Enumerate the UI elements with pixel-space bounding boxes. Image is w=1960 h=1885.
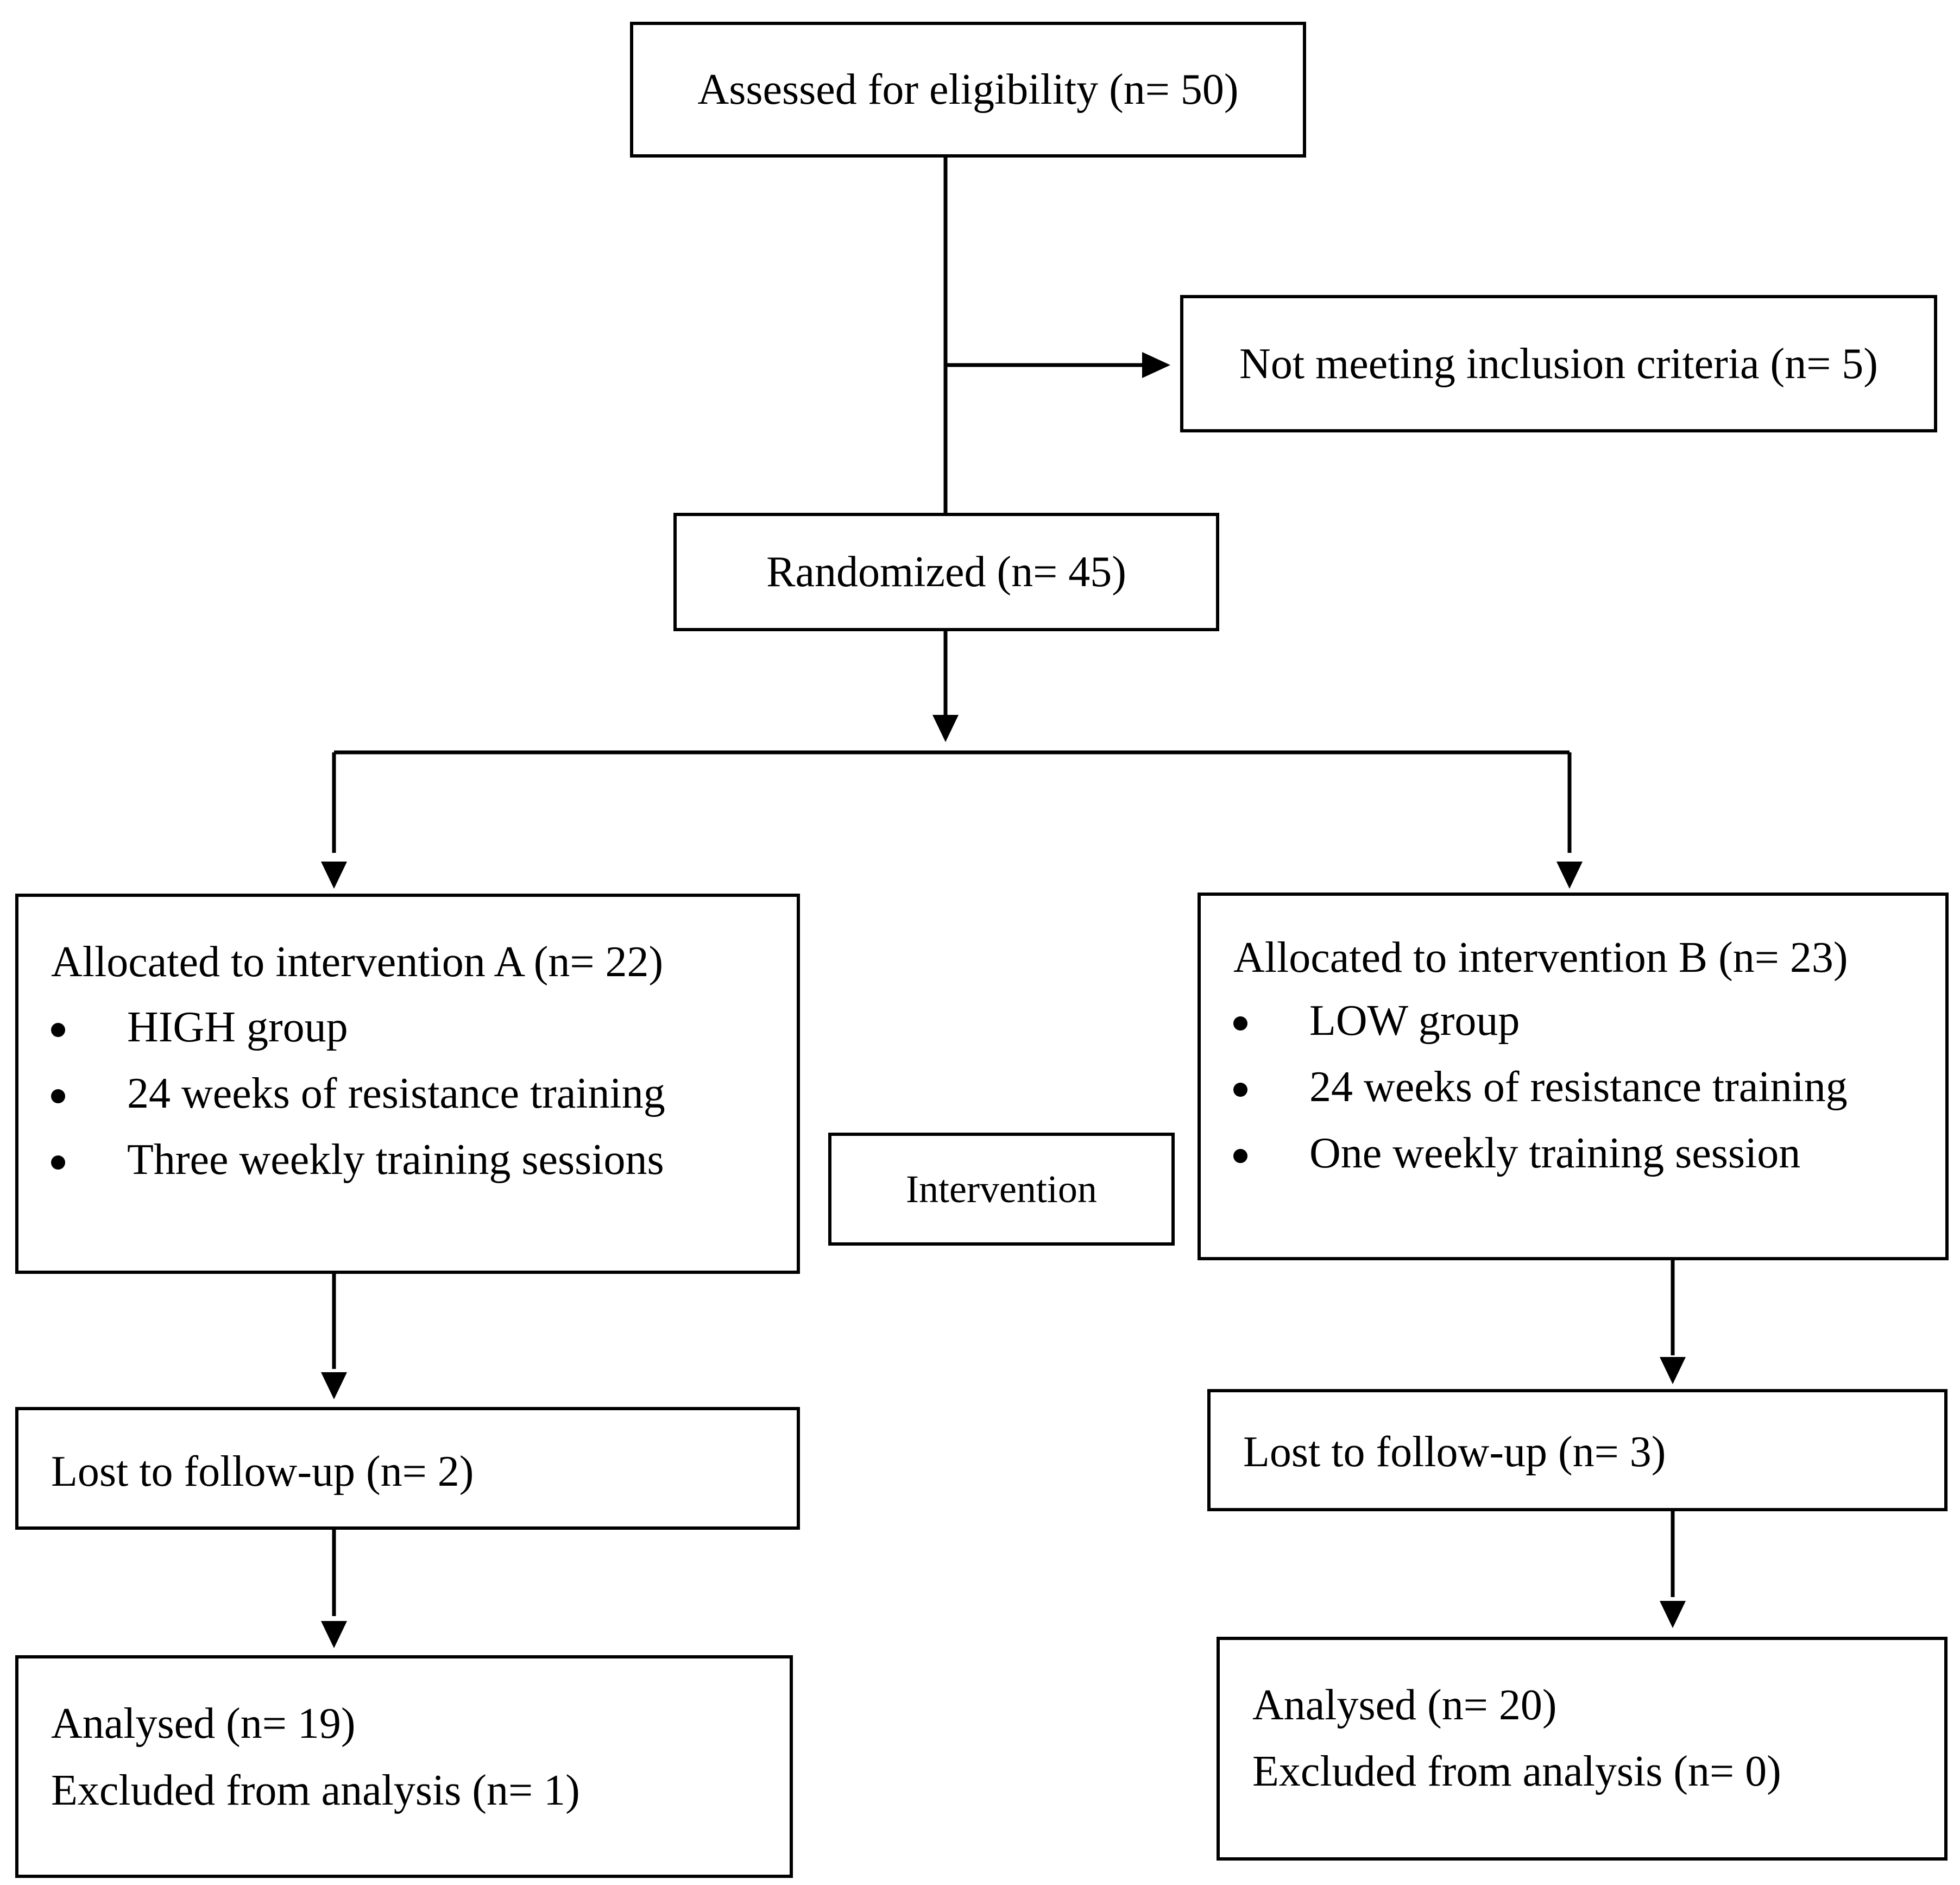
arm-a-bullet-1-text: HIGH group — [127, 1003, 348, 1051]
arm-a-analysed-label: Analysed (n= 19) — [51, 1700, 356, 1748]
arm-b-analysed-label: Analysed (n= 20) — [1252, 1681, 1557, 1729]
arm-b-allocation-box: Allocated to intervention B (n= 23) LOW … — [1198, 893, 1949, 1260]
bullet-dot — [51, 1155, 65, 1170]
arrowhead-b-analysed — [1660, 1601, 1686, 1628]
arm-b-bullet-3-text: One weekly training session — [1309, 1129, 1801, 1177]
arrowhead-arm-b — [1556, 862, 1583, 889]
arrowhead-a-analysed — [321, 1621, 347, 1648]
arm-a-allocation-box: Allocated to intervention A (n= 22) HIGH… — [15, 894, 800, 1274]
randomized-box: Randomized (n= 45) — [673, 513, 1219, 631]
arm-b-title: Allocated to intervention B (n= 23) — [1233, 934, 1848, 982]
arm-b-bullet-2-text: 24 weeks of resistance training — [1309, 1063, 1848, 1111]
intervention-label: Intervention — [906, 1167, 1097, 1211]
arm-b-analysed-box: Analysed (n= 20) Excluded from analysis … — [1217, 1637, 1948, 1861]
intervention-box: Intervention — [828, 1133, 1175, 1246]
arm-b-lost-box: Lost to follow-up (n= 3) — [1207, 1389, 1948, 1511]
arrowhead-excluded — [1142, 352, 1170, 378]
arm-a-title: Allocated to intervention A (n= 22) — [51, 938, 664, 986]
arm-a-excluded-analysis-label: Excluded from analysis (n= 1) — [51, 1767, 580, 1814]
bullet-dot — [1233, 1083, 1247, 1097]
bullet-dot — [51, 1023, 65, 1037]
arm-a-bullet-3-text: Three weekly training sessions — [127, 1136, 664, 1184]
bullet-dot — [1233, 1149, 1247, 1163]
arm-b-lost-label: Lost to follow-up (n= 3) — [1243, 1428, 1666, 1476]
arm-b-bullet-1-text: LOW group — [1309, 997, 1520, 1045]
not-eligible-label: Not meeting inclusion criteria (n= 5) — [1239, 340, 1878, 388]
arm-a-lost-label: Lost to follow-up (n= 2) — [51, 1448, 474, 1496]
arm-a-lost-box: Lost to follow-up (n= 2) — [15, 1407, 800, 1530]
assessed-box: Assessed for eligibility (n= 50) — [630, 22, 1306, 158]
not-eligible-box: Not meeting inclusion criteria (n= 5) — [1180, 295, 1937, 432]
arrowhead-arm-a — [321, 862, 347, 889]
randomized-label: Randomized (n= 45) — [766, 548, 1126, 596]
arrowhead-split — [932, 715, 959, 742]
arrowhead-a-lost — [321, 1372, 347, 1399]
arrowhead-b-lost — [1660, 1357, 1686, 1384]
bullet-dot — [1233, 1016, 1247, 1031]
arm-a-bullet-2-text: 24 weeks of resistance training — [127, 1070, 665, 1117]
arm-b-excluded-analysis-label: Excluded from analysis (n= 0) — [1252, 1748, 1781, 1795]
assessed-label: Assessed for eligibility (n= 50) — [697, 66, 1239, 114]
arm-a-analysed-box: Analysed (n= 19) Excluded from analysis … — [15, 1655, 793, 1878]
bullet-dot — [51, 1089, 65, 1103]
